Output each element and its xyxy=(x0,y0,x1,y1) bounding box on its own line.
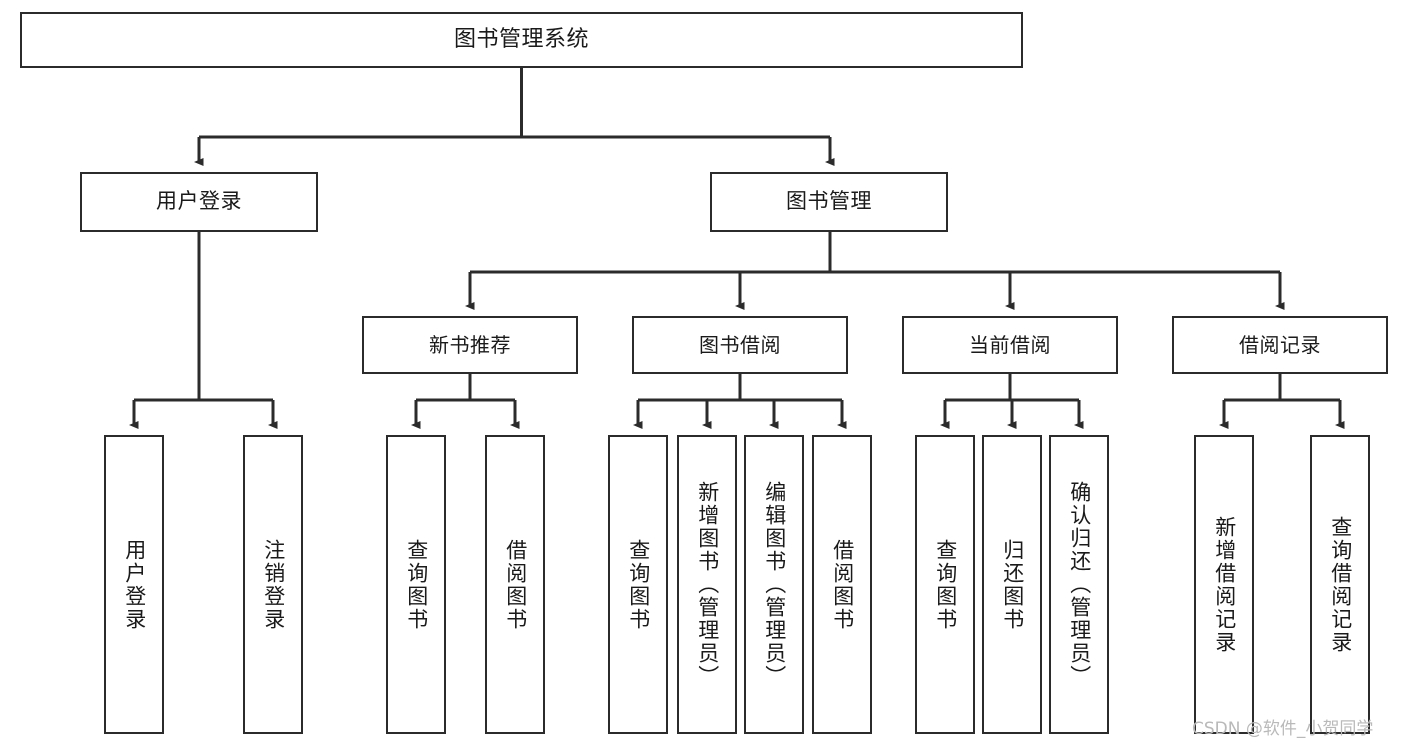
node-leaf-query-book-3[interactable]: 查询图书 xyxy=(915,435,975,734)
node-leaf-edit-book-label: 编辑图书（管理员） xyxy=(762,481,787,688)
node-root[interactable]: 图书管理系统 xyxy=(20,12,1023,68)
node-leaf-query-book-1-label: 查询图书 xyxy=(404,538,429,631)
node-leaf-confirm-return-label: 确认归还（管理员） xyxy=(1067,481,1092,688)
node-leaf-add-borrow-record-label: 新增借阅记录 xyxy=(1212,515,1237,654)
node-leaf-user-login-label: 用户登录 xyxy=(122,538,147,631)
node-leaf-query-borrow-record[interactable]: 查询借阅记录 xyxy=(1310,435,1370,734)
node-leaf-user-logout-label: 注销登录 xyxy=(261,538,286,631)
node-leaf-borrow-book-1-label: 借阅图书 xyxy=(503,538,528,631)
node-book-borrow-label: 图书借阅 xyxy=(699,332,781,357)
node-leaf-user-logout[interactable]: 注销登录 xyxy=(243,435,303,734)
node-root-label: 图书管理系统 xyxy=(453,26,589,52)
node-user-login[interactable]: 用户登录 xyxy=(80,172,318,232)
node-leaf-borrow-book-2[interactable]: 借阅图书 xyxy=(812,435,872,734)
csdn-watermark: CSDN @软件_小贺同学 xyxy=(1192,719,1374,739)
node-new-book-recommend[interactable]: 新书推荐 xyxy=(362,316,578,374)
node-new-book-recommend-label: 新书推荐 xyxy=(429,332,511,357)
node-leaf-borrow-book-1[interactable]: 借阅图书 xyxy=(485,435,545,734)
node-book-borrow[interactable]: 图书借阅 xyxy=(632,316,848,374)
node-leaf-user-login[interactable]: 用户登录 xyxy=(104,435,164,734)
node-user-login-label: 用户登录 xyxy=(156,189,242,214)
node-current-borrow[interactable]: 当前借阅 xyxy=(902,316,1118,374)
node-current-borrow-label: 当前借阅 xyxy=(969,332,1051,357)
node-borrow-record[interactable]: 借阅记录 xyxy=(1172,316,1388,374)
node-leaf-confirm-return[interactable]: 确认归还（管理员） xyxy=(1049,435,1109,734)
node-leaf-edit-book[interactable]: 编辑图书（管理员） xyxy=(744,435,804,734)
node-leaf-add-book[interactable]: 新增图书（管理员） xyxy=(677,435,737,734)
node-book-manage-label: 图书管理 xyxy=(786,189,872,214)
node-leaf-query-book-2[interactable]: 查询图书 xyxy=(608,435,668,734)
node-leaf-query-borrow-record-label: 查询借阅记录 xyxy=(1328,515,1353,654)
node-borrow-record-label: 借阅记录 xyxy=(1239,332,1321,357)
node-leaf-query-book-3-label: 查询图书 xyxy=(933,538,958,631)
node-leaf-return-book[interactable]: 归还图书 xyxy=(982,435,1042,734)
node-leaf-return-book-label: 归还图书 xyxy=(1000,538,1025,631)
node-leaf-add-book-label: 新增图书（管理员） xyxy=(695,481,720,688)
node-book-manage[interactable]: 图书管理 xyxy=(710,172,948,232)
node-leaf-borrow-book-2-label: 借阅图书 xyxy=(830,538,855,631)
node-leaf-query-book-1[interactable]: 查询图书 xyxy=(386,435,446,734)
node-leaf-query-book-2-label: 查询图书 xyxy=(626,538,651,631)
node-leaf-add-borrow-record[interactable]: 新增借阅记录 xyxy=(1194,435,1254,734)
